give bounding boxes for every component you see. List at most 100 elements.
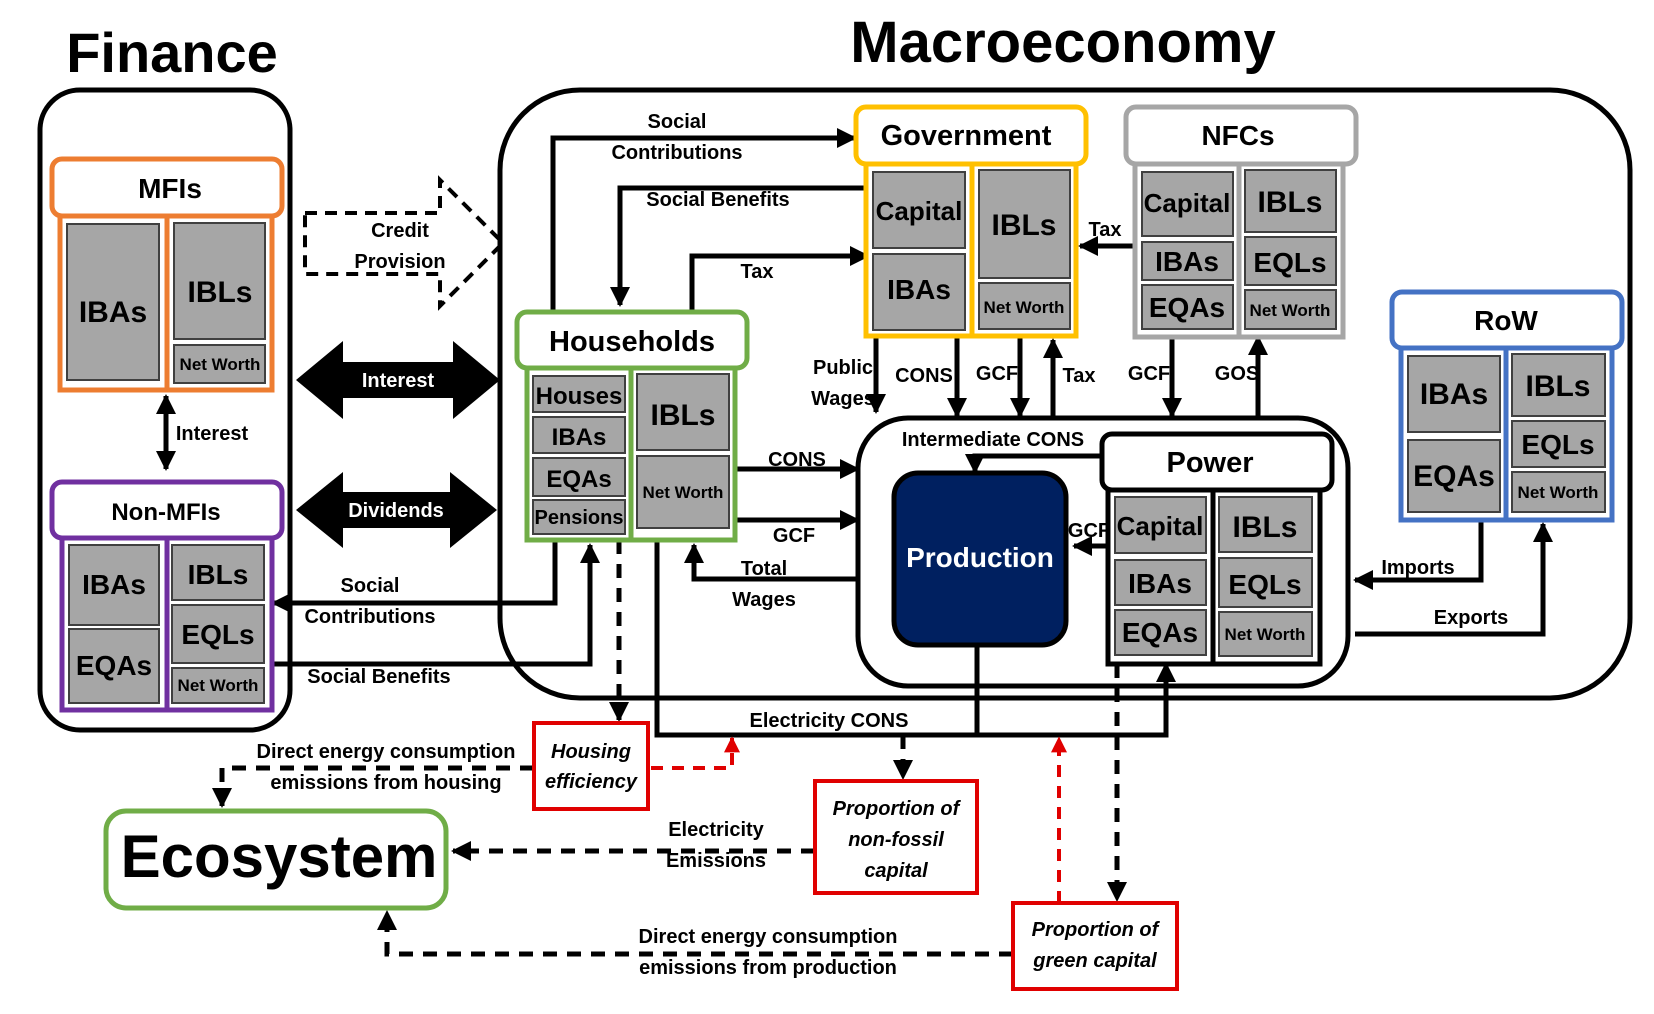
- production-tax-label: Tax: [1063, 365, 1096, 387]
- mfis-liability-cell: [173, 222, 266, 340]
- non-mfis-asset-cell-1: [68, 544, 160, 626]
- interest-double-arrow-label: Interest: [362, 370, 435, 392]
- row-asset-2: EQAs: [1413, 460, 1495, 493]
- nfcs-asset-3: EQAs: [1149, 292, 1225, 323]
- mfis-asset-label: IBAs: [79, 296, 147, 329]
- gos-label: GOS: [1215, 363, 1259, 385]
- power-asset-cell-1: [1114, 496, 1207, 554]
- flow-labels: Social Contributions Social Benefits Tax…: [176, 111, 1508, 979]
- ecosystem-label: Ecosystem: [121, 823, 438, 890]
- gov-cons-label: CONS: [895, 365, 953, 387]
- housing-efficiency-feedback: [651, 736, 740, 770]
- household-tax-label: Tax: [741, 261, 774, 283]
- public-wages-label-2: Wages: [811, 388, 875, 410]
- macroeconomy-title: Macroeconomy: [850, 10, 1275, 75]
- government-networth-label: Net Worth: [984, 298, 1065, 317]
- social-benefits-label: Social Benefits: [646, 189, 789, 211]
- nfcs-title: NFCs: [1201, 120, 1274, 151]
- row-liability-cell-1: [1511, 353, 1606, 417]
- social-contributions-label-1: Social: [648, 111, 707, 133]
- row-liability-cell-2: [1511, 420, 1606, 468]
- row-asset-cell-2: [1407, 439, 1501, 513]
- electricity-emissions-label-1: Electricity: [668, 819, 764, 841]
- power-liability-cell-2: [1218, 557, 1313, 608]
- green-capital-line-1: Proportion of: [1032, 919, 1161, 941]
- non-mfis-liability-cell-2: [171, 604, 265, 664]
- public-wages-label-1: Public: [813, 357, 873, 379]
- nfcs-sector: NFCs Capital IBAs EQAs IBLs EQLs Net Wor…: [1123, 104, 1359, 340]
- mfis-title: MFIs: [138, 173, 202, 204]
- green-capital-line-2: green capital: [1032, 950, 1157, 972]
- interbank-interest-label: Interest: [176, 423, 249, 445]
- nfcs-asset-cell-3: [1141, 284, 1234, 330]
- row-liability-2: EQLs: [1521, 429, 1594, 460]
- credit-provision-label-2: Provision: [354, 251, 445, 273]
- nonfossil-line-3: capital: [864, 860, 928, 882]
- housing-emissions-label-1: Direct energy consumption: [257, 741, 516, 763]
- power-liability-2: EQLs: [1228, 569, 1301, 600]
- mfis-networth-cell: [173, 344, 266, 384]
- non-mfis-networth-cell: [171, 667, 265, 704]
- green-capital-box: [1011, 901, 1179, 991]
- households-asset-2: IBAs: [552, 424, 607, 451]
- households-asset-3: EQAs: [546, 466, 611, 493]
- imports-label: Imports: [1381, 557, 1454, 579]
- total-wages-arrow: [684, 543, 858, 582]
- power-sector: Power Capital IBAs EQAs IBLs EQLs Net Wo…: [1099, 431, 1335, 667]
- nfc-gcf-label: GCF: [1128, 363, 1170, 385]
- nonfossil-line-1: Proportion of: [833, 798, 962, 820]
- power-gcf-label: GCF: [1068, 520, 1110, 542]
- electricity-emissions-label-2: Emissions: [666, 850, 766, 872]
- non-mfis-liability-2: EQLs: [181, 619, 254, 650]
- power-asset-3: EQAs: [1122, 617, 1198, 648]
- non-mfis-asset-2: EQAs: [76, 650, 152, 681]
- housing-emissions-label-2: emissions from housing: [270, 772, 501, 794]
- power-asset-cell-3: [1114, 609, 1207, 656]
- total-wages-label-2: Wages: [732, 589, 796, 611]
- row-title: RoW: [1474, 305, 1538, 336]
- finance-social-contributions-label-1: Social: [341, 575, 400, 597]
- housing-efficiency-line-1: Housing: [551, 741, 631, 763]
- government-sector: Government Capital IBAs IBLs Net Worth: [853, 104, 1089, 339]
- housing-emissions-arrow: [212, 765, 534, 808]
- non-mfis-title: Non-MFIs: [111, 499, 220, 526]
- production-label: Production: [906, 542, 1054, 573]
- finance-social-contributions-arrow: [271, 540, 558, 613]
- row-networth-label: Net Worth: [1518, 483, 1599, 502]
- finance-container: [37, 87, 293, 733]
- mfis-networth-label: Net Worth: [180, 355, 261, 374]
- households-networth-label: Net Worth: [643, 483, 724, 502]
- households-title: Households: [549, 326, 715, 358]
- nfcs-liability-cell-2: [1244, 236, 1337, 286]
- row-liability-1: IBLs: [1525, 370, 1590, 403]
- power-asset-cell-2: [1114, 559, 1207, 606]
- housing-efficiency-line-2: efficiency: [545, 771, 638, 793]
- row-asset-cell-1: [1407, 355, 1501, 433]
- households-liability-cell: [636, 373, 730, 451]
- social-benefits-arrow: [610, 185, 866, 307]
- nonfossil-line-2: non-fossil: [848, 829, 944, 851]
- household-cons-label: CONS: [768, 449, 826, 471]
- mfis-asset-cell: [66, 223, 160, 381]
- household-tax-arrow: [689, 246, 870, 312]
- power-asset-1: Capital: [1117, 511, 1204, 541]
- credit-provision-arrow: [303, 175, 506, 311]
- power-asset-2: IBAs: [1128, 568, 1192, 599]
- power-title: Power: [1166, 447, 1253, 479]
- row-networth-cell: [1511, 471, 1606, 513]
- government-liability-1: IBLs: [991, 209, 1056, 242]
- households-asset-4: Pensions: [535, 507, 624, 529]
- ecosystem-box: [103, 808, 449, 911]
- social-contributions-arrow: [550, 128, 857, 312]
- dividends-double-arrow: [296, 472, 497, 548]
- electricity-cons-label: Electricity CONS: [750, 710, 909, 732]
- government-networth-cell: [978, 282, 1071, 330]
- power-networth-label: Net Worth: [1225, 625, 1306, 644]
- government-liability-cell: [978, 169, 1071, 279]
- production-box: [891, 470, 1069, 648]
- row-asset-1: IBAs: [1420, 378, 1488, 411]
- non-mfis-networth-label: Net Worth: [178, 676, 259, 695]
- households-asset-cell-2: [532, 416, 626, 454]
- gov-gcf-label: GCF: [976, 363, 1018, 385]
- flow-lines: [156, 128, 1553, 957]
